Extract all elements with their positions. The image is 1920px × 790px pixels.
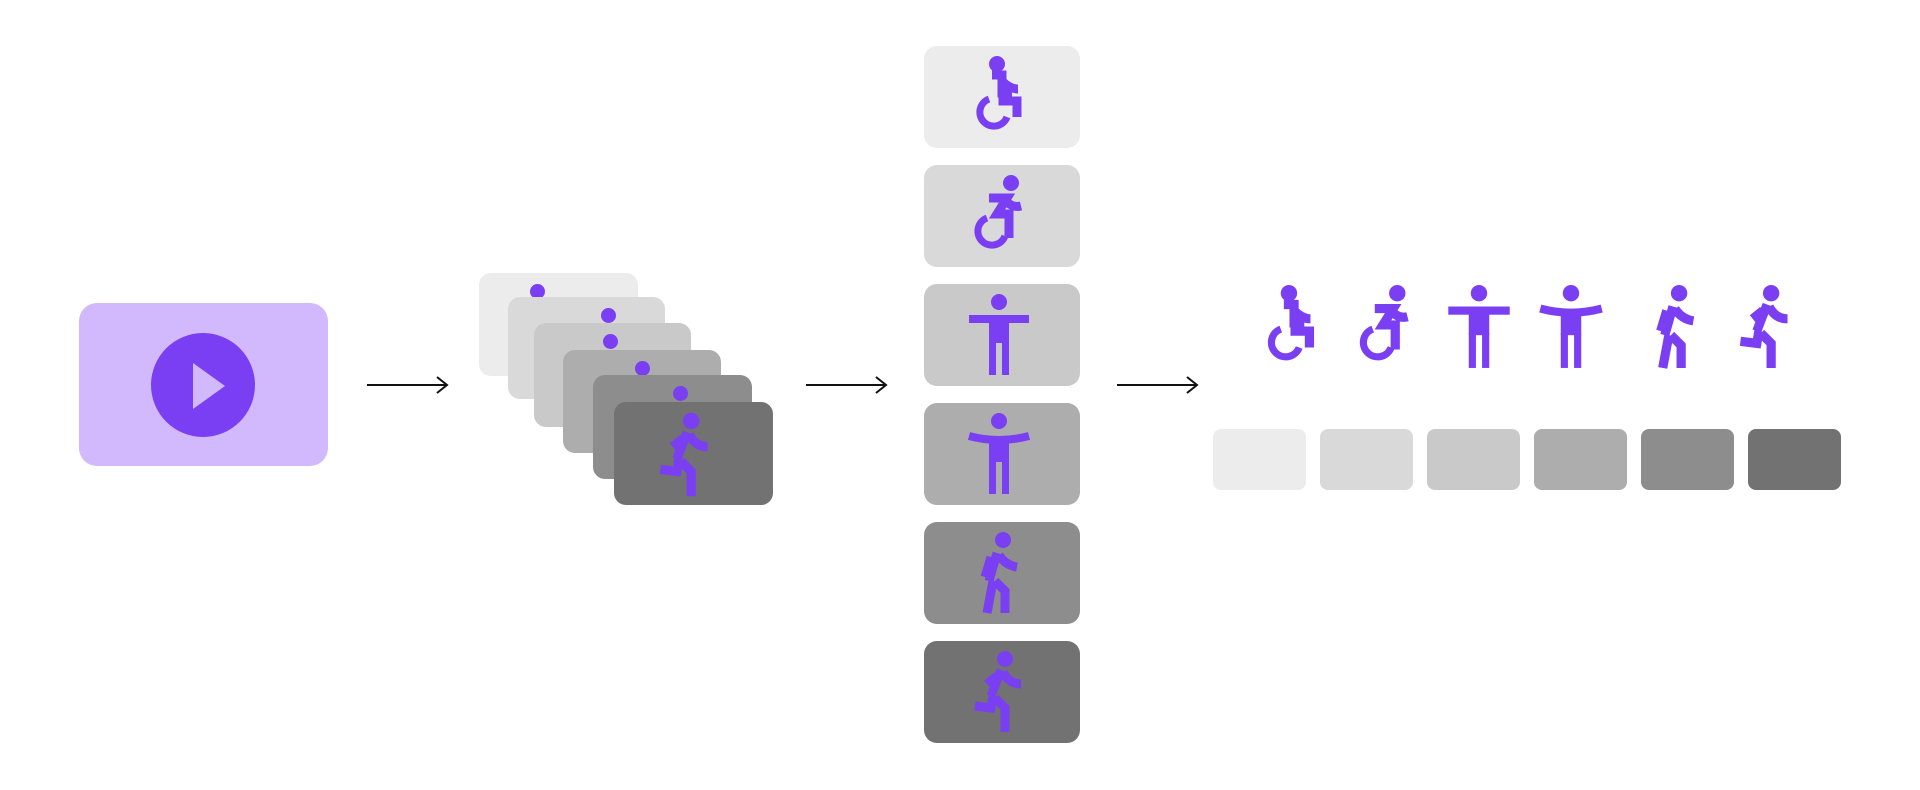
arrow-to-frames xyxy=(367,375,451,395)
column-frame xyxy=(924,284,1080,386)
standing-arms-curved-icon xyxy=(1536,284,1606,370)
running-icon xyxy=(652,410,718,500)
column-frame xyxy=(924,641,1080,743)
arrow-to-column xyxy=(806,375,890,395)
strip-frame xyxy=(1320,429,1413,490)
play-icon xyxy=(193,363,225,409)
strip-frame xyxy=(1534,429,1627,490)
strip-frame xyxy=(1213,429,1306,490)
wheelchair-icon xyxy=(1256,284,1326,370)
frame-head-dot xyxy=(635,361,650,376)
standing-arms-out-icon xyxy=(1444,284,1514,370)
walking-icon xyxy=(1640,284,1710,370)
frame-head-dot xyxy=(673,386,688,401)
column-frame xyxy=(924,522,1080,624)
stacked-frame xyxy=(614,402,773,505)
strip-frame xyxy=(1427,429,1520,490)
wheelchair-icon xyxy=(964,55,1034,139)
column-frame xyxy=(924,165,1080,267)
standing-arms-out-icon xyxy=(964,293,1034,377)
column-frame xyxy=(924,403,1080,505)
arrow-to-sequence xyxy=(1117,375,1201,395)
frame-head-dot xyxy=(601,308,616,323)
column-frame xyxy=(924,46,1080,148)
strip-frame xyxy=(1748,429,1841,490)
walking-icon xyxy=(964,531,1034,615)
standing-arms-curved-icon xyxy=(964,412,1034,496)
frame-head-dot xyxy=(530,284,545,299)
running-icon xyxy=(964,650,1034,734)
running-icon xyxy=(1730,284,1800,370)
wheelchair-active-icon xyxy=(1350,284,1420,370)
frame-head-dot xyxy=(603,334,618,349)
wheelchair-active-icon xyxy=(964,174,1034,258)
strip-frame xyxy=(1641,429,1734,490)
